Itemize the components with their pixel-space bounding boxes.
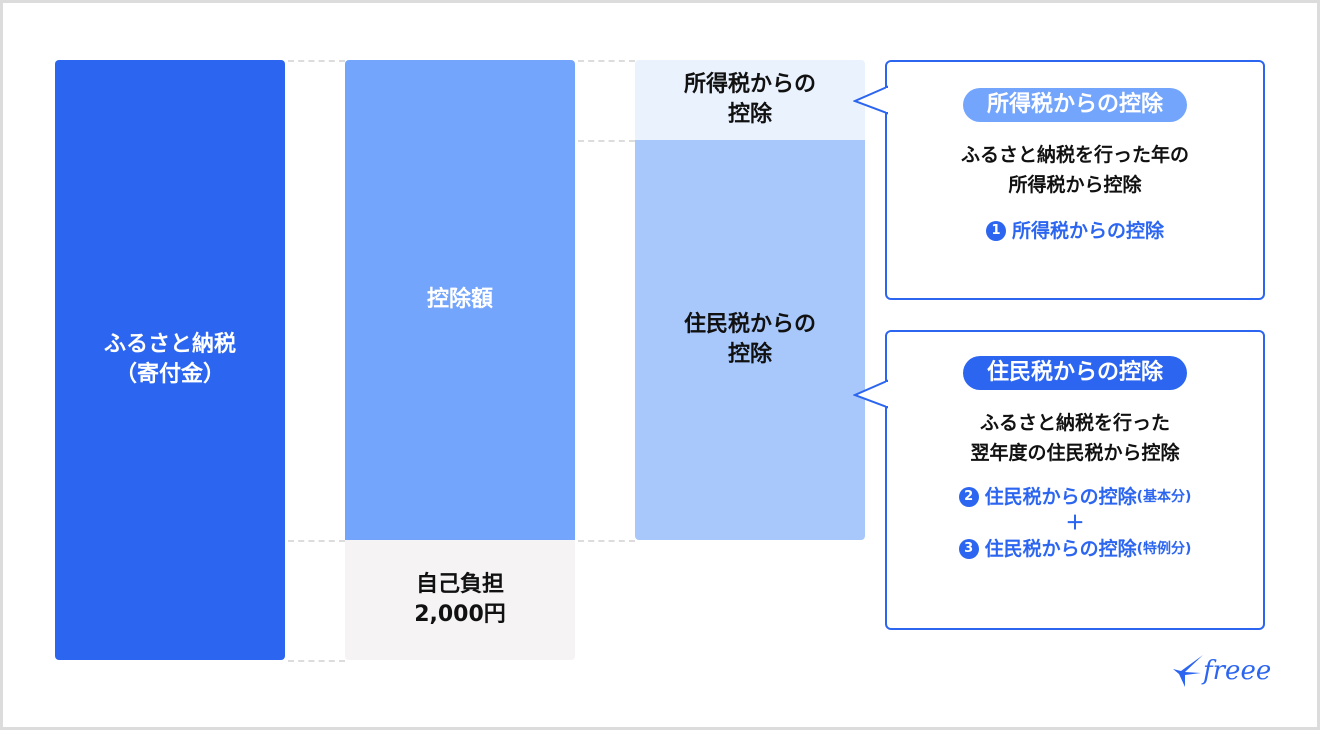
resident-tax-section: 住民税からの 控除 bbox=[635, 140, 865, 540]
guide-line-top-1 bbox=[288, 60, 345, 62]
income-tax-label-line2: 控除 bbox=[727, 102, 772, 127]
callout-item-label: 住民税からの控除 bbox=[984, 486, 1137, 508]
number-3-icon: 3 bbox=[958, 539, 979, 559]
income-tax-section: 所得税からの 控除 bbox=[635, 60, 865, 140]
desc-line: ふるさと納税を行った bbox=[979, 412, 1170, 434]
desc-line: 所得税から控除 bbox=[1008, 174, 1142, 196]
guide-line-bottom bbox=[288, 660, 345, 662]
income-tax-callout-desc: ふるさと納税を行った年の 所得税から控除 bbox=[961, 140, 1189, 200]
donation-label-line2: （寄付金） bbox=[114, 362, 225, 387]
income-tax-callout-pill: 所得税からの控除 bbox=[962, 88, 1187, 122]
donation-bar: ふるさと納税 （寄付金） bbox=[55, 60, 285, 660]
guide-line-income-split bbox=[578, 140, 635, 142]
self-pay-amount: 2,000円 bbox=[414, 602, 506, 627]
freee-logo: freee bbox=[1171, 653, 1271, 689]
callout-item-suffix: (特例分) bbox=[1136, 541, 1192, 557]
callout-item-label: 住民税からの控除 bbox=[984, 538, 1137, 560]
resident-tax-callout: 住民税からの控除 ふるさと納税を行った 翌年度の住民税から控除 2 住民税からの… bbox=[885, 330, 1265, 630]
deduction-bar: 控除額 bbox=[345, 60, 575, 540]
callout-item-label: 所得税からの控除 bbox=[1011, 220, 1164, 242]
desc-line: 翌年度の住民税から控除 bbox=[970, 442, 1180, 464]
resident-tax-callout-pill: 住民税からの控除 bbox=[962, 356, 1187, 390]
plus-sign: ＋ bbox=[1065, 512, 1085, 534]
diagram-canvas: ふるさと納税 （寄付金） 控除額 自己負担 2,000円 所得税からの 控除 住… bbox=[3, 3, 1317, 727]
logo-text: freee bbox=[1203, 656, 1272, 686]
resident-tax-label-line1: 住民税からの bbox=[683, 312, 816, 337]
desc-line: ふるさと納税を行った年の bbox=[960, 144, 1189, 166]
callout-item-2: 2 住民税からの控除 (基本分) bbox=[958, 482, 1192, 512]
callout-item-3: 3 住民税からの控除 (特例分) bbox=[958, 534, 1192, 564]
guide-line-top-2 bbox=[578, 60, 635, 62]
guide-line-deduction-split-2 bbox=[578, 540, 635, 542]
self-pay-label: 自己負担 bbox=[415, 572, 504, 597]
income-tax-callout: 所得税からの控除 ふるさと納税を行った年の 所得税から控除 1 所得税からの控除 bbox=[885, 60, 1265, 300]
callout-tail-2 bbox=[853, 379, 889, 409]
bird-icon bbox=[1173, 655, 1203, 687]
self-pay-bar: 自己負担 2,000円 bbox=[345, 540, 575, 660]
resident-tax-callout-desc: ふるさと納税を行った 翌年度の住民税から控除 bbox=[970, 408, 1179, 468]
number-1-icon: 1 bbox=[985, 221, 1006, 241]
resident-tax-label-line2: 控除 bbox=[727, 342, 772, 367]
callout-tail-1 bbox=[853, 85, 889, 115]
income-tax-label-line1: 所得税からの bbox=[683, 72, 816, 97]
number-2-icon: 2 bbox=[958, 487, 979, 507]
guide-line-deduction-split-1 bbox=[288, 540, 345, 542]
donation-label-line1: ふるさと納税 bbox=[103, 332, 236, 357]
callout-item-1: 1 所得税からの控除 bbox=[985, 216, 1164, 246]
callout-item-suffix: (基本分) bbox=[1136, 489, 1192, 505]
deduction-label: 控除額 bbox=[426, 287, 493, 312]
